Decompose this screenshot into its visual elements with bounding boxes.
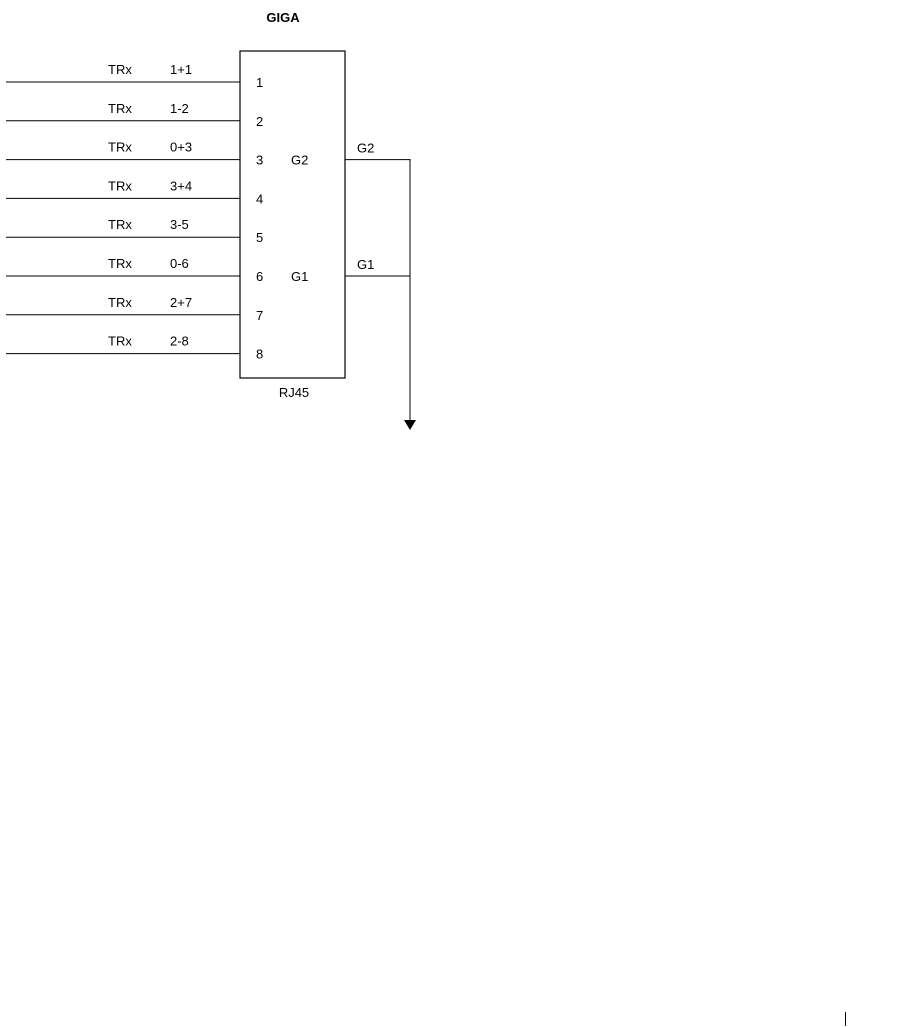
signal-label: TRx: [108, 140, 132, 155]
pin-row: TRx 0+3 3: [6, 140, 263, 168]
signal-label: TRx: [108, 217, 132, 232]
pin-number: 2: [256, 114, 263, 129]
signal-label: TRx: [108, 256, 132, 271]
pin-row: TRx 0-6 6: [6, 256, 263, 284]
pin-number: 5: [256, 230, 263, 245]
diagram-title: GIGA: [266, 10, 300, 25]
pin-row: TRx 2+7 7: [6, 295, 263, 323]
ground-outer-label: G1: [357, 257, 374, 272]
signal-label: TRx: [108, 178, 132, 193]
pair-label: 0+3: [170, 140, 192, 155]
page-margin-mark: [845, 1012, 846, 1026]
pair-label: 3-5: [170, 217, 189, 232]
arrow-down-icon: [404, 420, 416, 430]
pin-row: TRx 3+4 4: [6, 178, 263, 206]
pair-label: 0-6: [170, 256, 189, 271]
pair-label: 1-2: [170, 101, 189, 116]
ground-inner-label: G2: [291, 153, 308, 168]
pin-row: TRx 1-2 2: [6, 101, 263, 129]
pair-label: 2+7: [170, 295, 192, 310]
pin-number: 8: [256, 347, 263, 362]
pin-number: 6: [256, 269, 263, 284]
ground-inner-label: G1: [291, 269, 308, 284]
rj45-connector-box: [239, 50, 346, 379]
pair-label: 2-8: [170, 334, 189, 349]
pin-row: TRx 1+1 1: [6, 62, 263, 90]
signal-label: TRx: [108, 295, 132, 310]
signal-label: TRx: [108, 334, 132, 349]
pin-row: TRx 3-5 5: [6, 217, 263, 245]
signal-label: TRx: [108, 101, 132, 116]
pair-label: 1+1: [170, 62, 192, 77]
ground-outer-label: G2: [357, 141, 374, 156]
pair-label: 3+4: [170, 178, 192, 193]
signal-label: TRx: [108, 62, 132, 77]
pin-number: 1: [256, 75, 263, 90]
pin-number: 7: [256, 308, 263, 323]
pin-number: 3: [256, 153, 263, 168]
connector-label: RJ45: [279, 385, 309, 400]
pin-number: 4: [256, 191, 263, 206]
pin-row: TRx 2-8 8: [6, 334, 263, 362]
